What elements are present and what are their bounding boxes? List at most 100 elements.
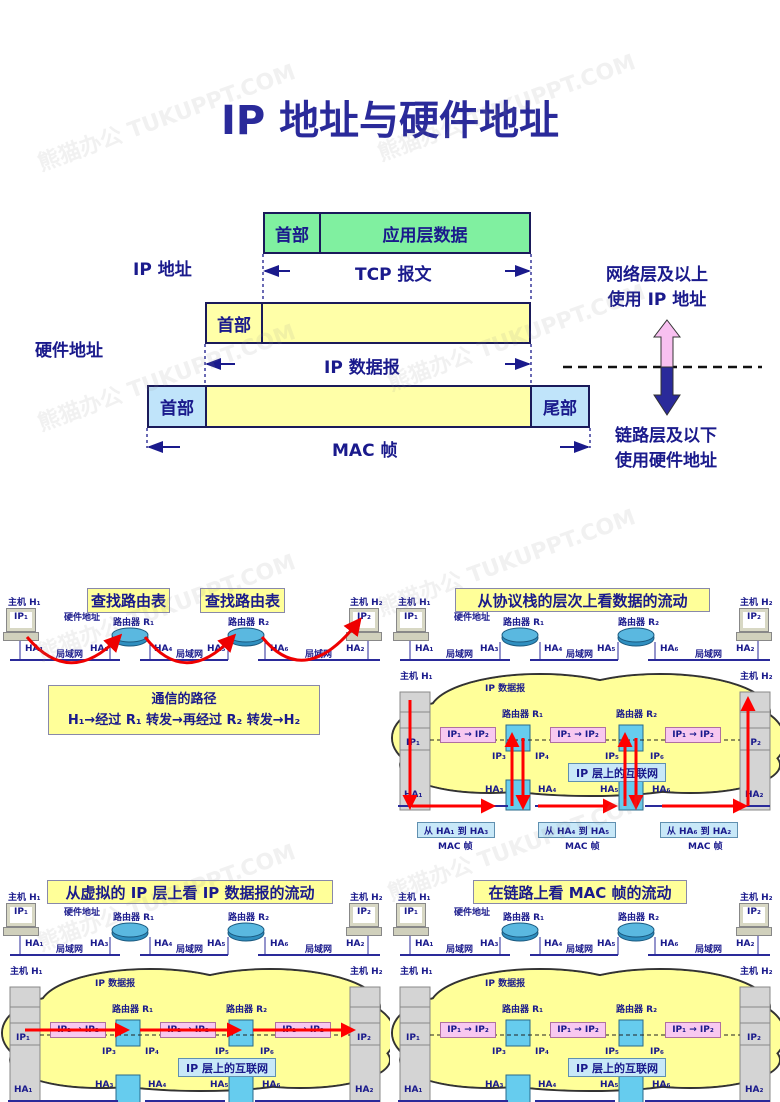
- ip3-label: IP₃: [492, 1047, 506, 1057]
- path-text: H₁→经过 R₁ 转发→再经过 R₂ 转发→H₂: [67, 713, 301, 728]
- ha3-label: HA₃: [485, 1080, 504, 1090]
- host2-ip: IP₂: [743, 907, 765, 923]
- ha1-label: HA₁: [415, 939, 434, 949]
- ha6-label: HA₆: [652, 785, 671, 795]
- ip5-label: IP₅: [605, 1047, 619, 1057]
- ha5-label: HA₅: [600, 785, 619, 795]
- router2-label: 路由器 R₂: [228, 913, 270, 923]
- ip6-label: IP₆: [650, 1047, 664, 1057]
- flow-box-1: IP₁ → IP₂: [440, 1022, 496, 1038]
- host1-base: [393, 927, 429, 936]
- panel-title: 在链路上看 MAC 帧的流动: [473, 880, 687, 904]
- ha3-label: HA₃: [90, 939, 109, 949]
- hardware-address-label: 硬件地址: [64, 613, 101, 623]
- host1-base: [3, 632, 39, 641]
- host2-label: 主机 H₂: [740, 672, 773, 682]
- host1-label: 主机 H₁: [398, 598, 431, 608]
- host1-label: 主机 H₁: [398, 893, 431, 903]
- upper-layer-note: 网络层及以上 使用 IP 地址: [598, 260, 716, 310]
- flow-box-2: IP₁ → IP₂: [550, 1022, 606, 1038]
- host1-label: 主机 H₁: [400, 672, 433, 682]
- internet-label: IP 层上的互联网: [568, 763, 666, 782]
- lower-note-line: 链路层及以下: [615, 426, 717, 446]
- router2-label: 路由器 R₂: [616, 710, 658, 720]
- ha4-label: HA₄: [148, 1080, 167, 1090]
- lookup-route-table-2: 查找路由表: [200, 588, 285, 613]
- hop-arrows: [25, 617, 362, 665]
- ha1-label: HA₁: [14, 1085, 33, 1095]
- flow-box-1: IP₁ → IP₂: [440, 727, 496, 743]
- ha5-label: HA₅: [600, 1080, 619, 1090]
- lan-label: 局域网: [566, 650, 594, 660]
- ip1-label: IP₁: [406, 738, 420, 748]
- host1-computer-icon: IP₁: [6, 608, 36, 632]
- ip1-label: IP₁: [16, 1033, 30, 1043]
- tcp-segment-label: TCP 报文: [349, 260, 438, 285]
- ip-datagram-label: IP 数据报: [485, 979, 526, 989]
- router2-label: 路由器 R₂: [228, 618, 270, 628]
- flow-box-3: IP₁ → IP₂: [665, 727, 721, 743]
- lan-label: 局域网: [176, 945, 204, 955]
- ha4-label: HA₄: [154, 644, 173, 654]
- mac-frame-box: 从 HA₄ 到 HA₅: [538, 822, 616, 838]
- host1-stack: [399, 986, 431, 1102]
- router1-label: 路由器 R₁: [112, 1005, 154, 1015]
- router1-label: 路由器 R₁: [503, 618, 545, 628]
- ha3-label: HA₃: [480, 939, 499, 949]
- application-data: 应用层数据: [319, 212, 531, 254]
- ha6-label: HA₆: [262, 1080, 281, 1090]
- host2-computer-icon: IP₂: [349, 903, 379, 927]
- host2-label: 主机 H₂: [740, 598, 773, 608]
- lan-label: 局域网: [56, 945, 84, 955]
- host1-ip: IP₁: [400, 907, 422, 923]
- host1-computer-icon: IP₁: [6, 903, 36, 927]
- lower-note-line: 使用硬件地址: [615, 451, 717, 471]
- ha1-label: HA₁: [415, 644, 434, 654]
- ha6-label: HA₆: [270, 644, 289, 654]
- ha2-label: HA₂: [355, 1085, 374, 1095]
- internet-label: IP 层上的互联网: [178, 1058, 276, 1077]
- host2-ip: IP₂: [743, 612, 765, 628]
- ha2-label: HA₂: [736, 644, 755, 654]
- router1-label: 路由器 R₁: [502, 1005, 544, 1015]
- router2-label: 路由器 R₂: [616, 1005, 658, 1015]
- host2-base: [736, 632, 772, 641]
- host2-computer-icon: IP₂: [739, 903, 769, 927]
- ha2-label: HA₂: [736, 939, 755, 949]
- ha5-label: HA₅: [597, 644, 616, 654]
- ip-datagram-label: IP 数据报: [485, 684, 526, 694]
- ha3-label: HA₃: [95, 1080, 114, 1090]
- host1-label: 主机 H₁: [8, 893, 41, 903]
- router1-ip-box: [505, 1019, 531, 1047]
- router1-label: 路由器 R₁: [113, 618, 155, 628]
- router2-ip-box: [618, 1019, 644, 1047]
- tcp-header: 首部: [263, 212, 321, 254]
- ha1-label: HA₁: [404, 1085, 423, 1095]
- host1-ip: IP₁: [10, 612, 32, 628]
- host2-ip: IP₂: [353, 907, 375, 923]
- host1-label: 主机 H₁: [8, 598, 41, 608]
- flow-box-3: IP₁ → IP₂: [665, 1022, 721, 1038]
- hardware-address-label: 硬件地址: [454, 908, 491, 918]
- ip-datagram-label: IP 数据报: [95, 979, 136, 989]
- down-arrow-icon: [653, 366, 681, 416]
- ip-datagram-label: IP 数据报: [318, 353, 406, 378]
- host1-base: [3, 927, 39, 936]
- ip2-label: IP₂: [747, 1033, 761, 1043]
- host1-ip: IP₁: [400, 612, 422, 628]
- ip-header: 首部: [205, 302, 263, 344]
- mac-frame-box: 从 HA₆ 到 HA₂: [660, 822, 738, 838]
- host1-computer-icon: IP₁: [396, 903, 426, 927]
- lan-lines: [400, 922, 770, 956]
- ha4-label: HA₄: [544, 939, 563, 949]
- ha1-label: HA₁: [25, 939, 44, 949]
- lan-label: 局域网: [446, 945, 474, 955]
- ip4-label: IP₄: [145, 1047, 159, 1057]
- router1-link-box: [115, 1074, 141, 1102]
- host2-base: [346, 927, 382, 936]
- up-arrow-icon: [652, 319, 682, 368]
- protocol-flow-arrows: [402, 696, 756, 814]
